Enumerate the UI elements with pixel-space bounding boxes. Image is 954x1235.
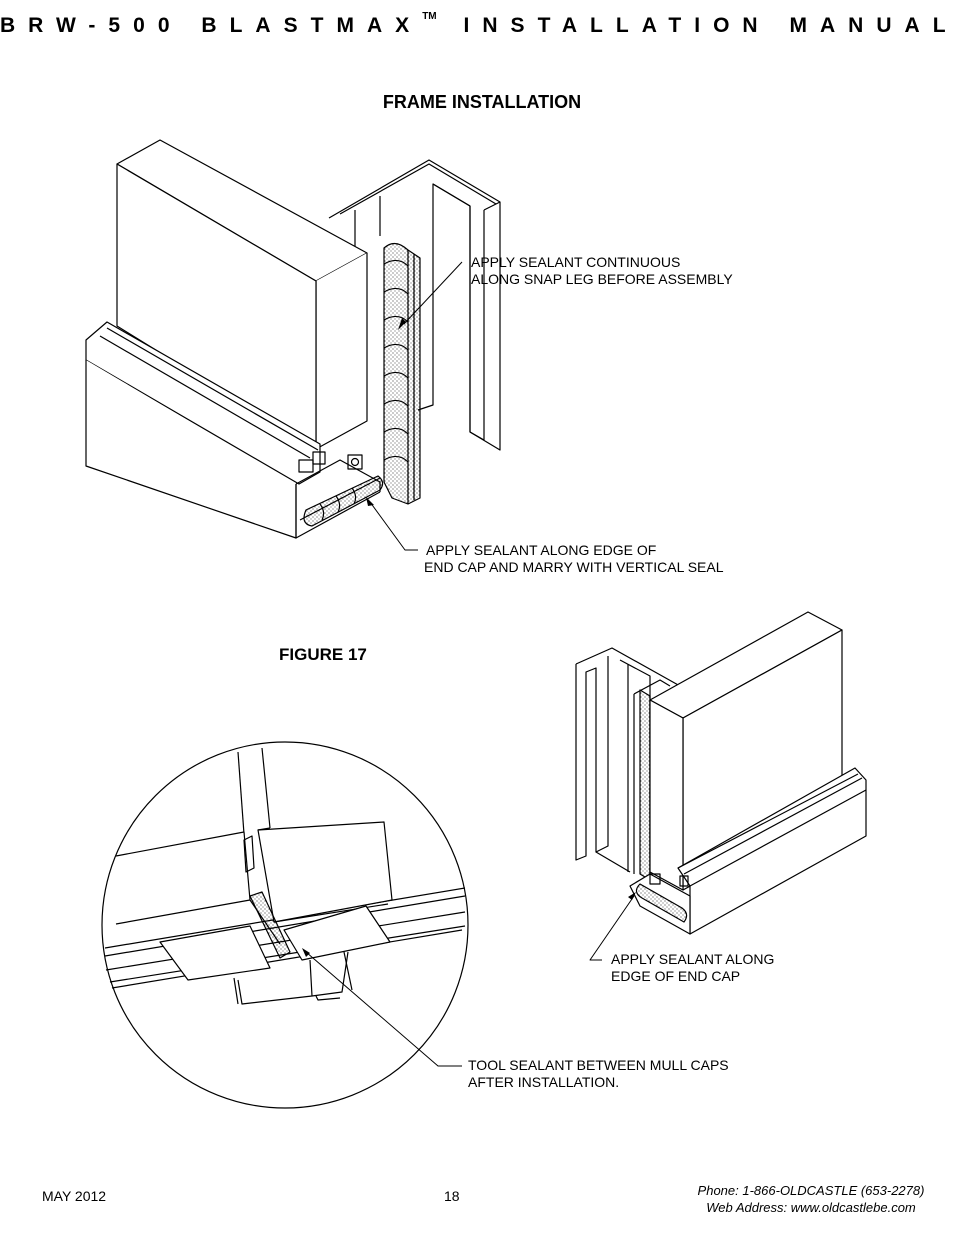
callout-end-cap-marry: APPLY SEALANT ALONG EDGE OF END CAP AND … xyxy=(424,542,724,576)
callout-tool-sealant-line2: AFTER INSTALLATION. xyxy=(468,1074,620,1090)
callout-end-cap-edge-line1: APPLY SEALANT ALONG xyxy=(611,951,775,967)
footer-date: MAY 2012 xyxy=(42,1188,107,1204)
callout-snap-leg-line2: ALONG SNAP LEG BEFORE ASSEMBLY xyxy=(471,271,733,287)
header-title-left: BRW-500 BLASTMAX xyxy=(0,14,423,37)
header-title-right: INSTALLATION MANUAL xyxy=(463,14,954,37)
callout-end-cap-marry-line2: END CAP AND MARRY WITH VERTICAL SEAL xyxy=(424,559,724,575)
callout-snap-leg-line1: APPLY SEALANT CONTINUOUS xyxy=(471,254,681,270)
mull-cap-detail-circle xyxy=(101,741,469,1109)
trademark-symbol: TM xyxy=(422,11,437,22)
footer-page-number: 18 xyxy=(444,1188,460,1204)
callout-snap-leg: APPLY SEALANT CONTINUOUS ALONG SNAP LEG … xyxy=(471,254,733,288)
footer-phone: Phone: 1-866-OLDCASTLE (653-2278) xyxy=(697,1183,925,1198)
figure-label: FIGURE 17 xyxy=(279,645,367,664)
callout-end-cap-marry-line1: APPLY SEALANT ALONG EDGE OF xyxy=(426,542,657,558)
footer-contact: Phone: 1-866-OLDCASTLE (653-2278) Web Ad… xyxy=(680,1182,942,1216)
callout-end-cap-edge-line2: EDGE OF END CAP xyxy=(611,968,741,984)
upper-frame-drawing xyxy=(85,139,501,551)
callout-tool-sealant-line1: TOOL SEALANT BETWEEN MULL CAPS xyxy=(468,1057,729,1073)
manual-header: BRW-500 BLASTMAXTM INSTALLATION MANUAL xyxy=(0,11,954,38)
section-title: FRAME INSTALLATION xyxy=(382,92,582,112)
callout-end-cap-edge: APPLY SEALANT ALONG EDGE OF END CAP xyxy=(611,951,774,985)
lower-right-frame-drawing xyxy=(575,611,867,961)
callout-tool-sealant: TOOL SEALANT BETWEEN MULL CAPS AFTER INS… xyxy=(468,1057,729,1091)
footer-web: Web Address: www.oldcastlebe.com xyxy=(706,1200,916,1215)
